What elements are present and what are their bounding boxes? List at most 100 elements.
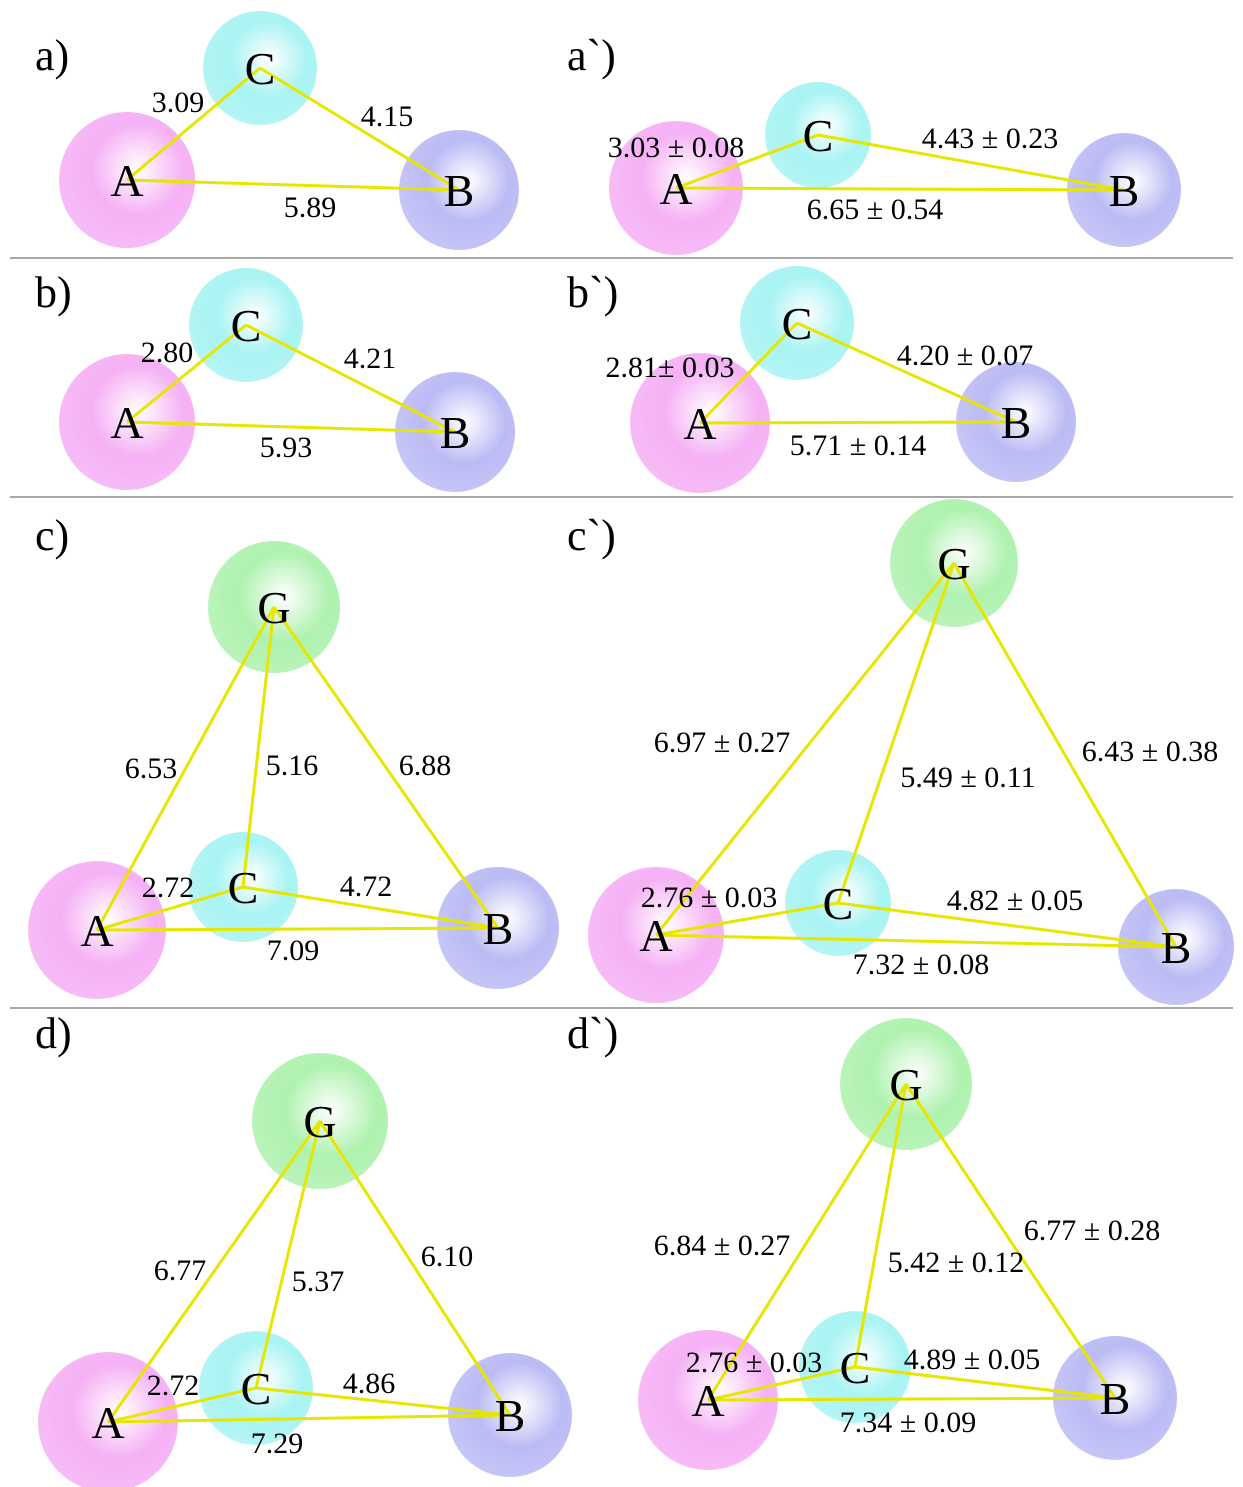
edge-c-g [254,1120,322,1389]
panel-label: a`) [567,31,616,80]
edge-a-c [126,323,247,424]
edge-c-b [854,1365,1116,1400]
edge-b-g [904,1083,1117,1399]
edge-a-c [707,1365,856,1402]
edge-label-a-b: 6.65 ± 0.54 [807,193,943,226]
edge-label-a-c: 2.76 ± 0.03 [686,1346,822,1379]
edge-label-a-c: 2.72 [142,871,195,904]
edge-label-c-b: 4.89 ± 0.05 [904,1343,1040,1376]
node-label-c: C [823,878,854,929]
edge-label-c-g: 5.42 ± 0.12 [888,1246,1024,1279]
edge-label-c-b: 4.20 ± 0.07 [897,339,1033,372]
edge-label-c-b: 4.21 [344,342,397,375]
node-label-b: B [1100,1373,1131,1424]
node-label-c: C [241,1363,272,1414]
node-label-b: B [1161,922,1192,973]
panel-dividers [10,257,1233,1009]
edge-c-b [837,901,1177,949]
edge-label-c-b: 4.15 [361,100,414,133]
edge-b-g [318,1120,512,1416]
edge-b-g [952,562,1178,948]
node-label-a: A [110,397,143,448]
edge-label-a-c: 2.80 [141,336,194,369]
node-label-c: C [782,298,813,349]
edge-c-g [836,562,956,904]
edge-c-b [259,66,460,192]
edge-label-c-b: 4.43 ± 0.23 [922,122,1058,155]
panel-b: b) A C B 2.80 4.21 5.93 [35,268,515,492]
node-label-b: B [495,1390,526,1441]
edge-label-c-g: 5.49 ± 0.11 [900,761,1035,794]
node-label-c: C [231,300,262,351]
panel-label: d) [35,1009,72,1058]
node-label-a: A [659,163,692,214]
node-label-b: B [440,407,471,458]
edge-label-a-b: 5.89 [284,191,337,224]
node-label-b: B [1001,397,1032,448]
edge-label-a-b: 5.93 [260,431,313,464]
edge-a-c [107,1386,257,1424]
edge-label-a-g: 6.84 ± 0.27 [654,1229,790,1262]
node-label-a: A [691,1375,724,1426]
edge-a-b [107,1413,511,1424]
node-label-b: B [444,165,475,216]
edge-a-c [96,885,244,932]
edge-a-b [655,933,1177,949]
edge-a-c [675,133,819,190]
panel-d2: d`) G A C B 6.84 ± 0.27 5.42 ± 0.126.77 ± 0.28… [567,1009,1177,1470]
node-label-c: C [803,110,834,161]
edge-label-c-g: 5.16 [266,749,319,782]
edge-c-b [817,133,1125,192]
panel-label: b`) [567,268,618,317]
node-label-g: G [257,582,290,633]
edge-a-b [126,178,460,192]
node-label-a: A [91,1397,124,1448]
edge-label-a-b: 7.32 ± 0.08 [853,948,989,981]
edge-c-b [255,1386,511,1417]
edge-a-b [675,186,1125,192]
edge-label-a-c: 2.81± 0.03 [606,351,735,384]
edge-label-c-b: 4.82 ± 0.05 [947,884,1083,917]
edge-label-c-b: 4.72 [340,870,393,903]
edge-b-g [272,606,500,929]
edge-label-a-b: 7.34 ± 0.09 [840,1406,976,1439]
node-label-c: C [245,43,276,94]
edge-a-c [655,901,839,937]
edge-a-b [707,1396,1116,1402]
edge-label-a-c: 2.76 ± 0.03 [641,881,777,914]
edge-label-a-c: 3.03 ± 0.08 [608,131,744,164]
node-label-g: G [303,1096,336,1147]
edge-a-b [96,926,499,932]
node-label-a: A [110,155,143,206]
panel-label: b) [35,268,72,317]
panel-label: d`) [567,1009,618,1058]
edge-label-a-g: 6.53 [125,752,178,785]
edge-a-g [106,1120,322,1423]
edge-label-b-g: 6.77 ± 0.28 [1024,1214,1160,1247]
edge-label-b-g: 6.43 ± 0.38 [1082,735,1218,768]
node-label-c: C [840,1342,871,1393]
edge-a-c [698,321,799,425]
node-label-a: A [639,910,672,961]
edge-a-g [706,1083,908,1401]
edge-c-b [245,323,456,434]
edge-a-c [126,66,261,182]
edge-a-b [126,420,456,434]
node-label-a: A [683,398,716,449]
edge-a-b [699,420,1017,425]
edge-label-b-g: 6.88 [399,749,452,782]
edge-label-a-b: 7.09 [267,934,320,967]
edge-label-a-g: 6.77 [154,1254,207,1287]
node-label-g: G [889,1059,922,1110]
edge-c-b [796,321,1017,424]
node-label-g: G [937,538,970,589]
edge-c-b [242,885,499,930]
